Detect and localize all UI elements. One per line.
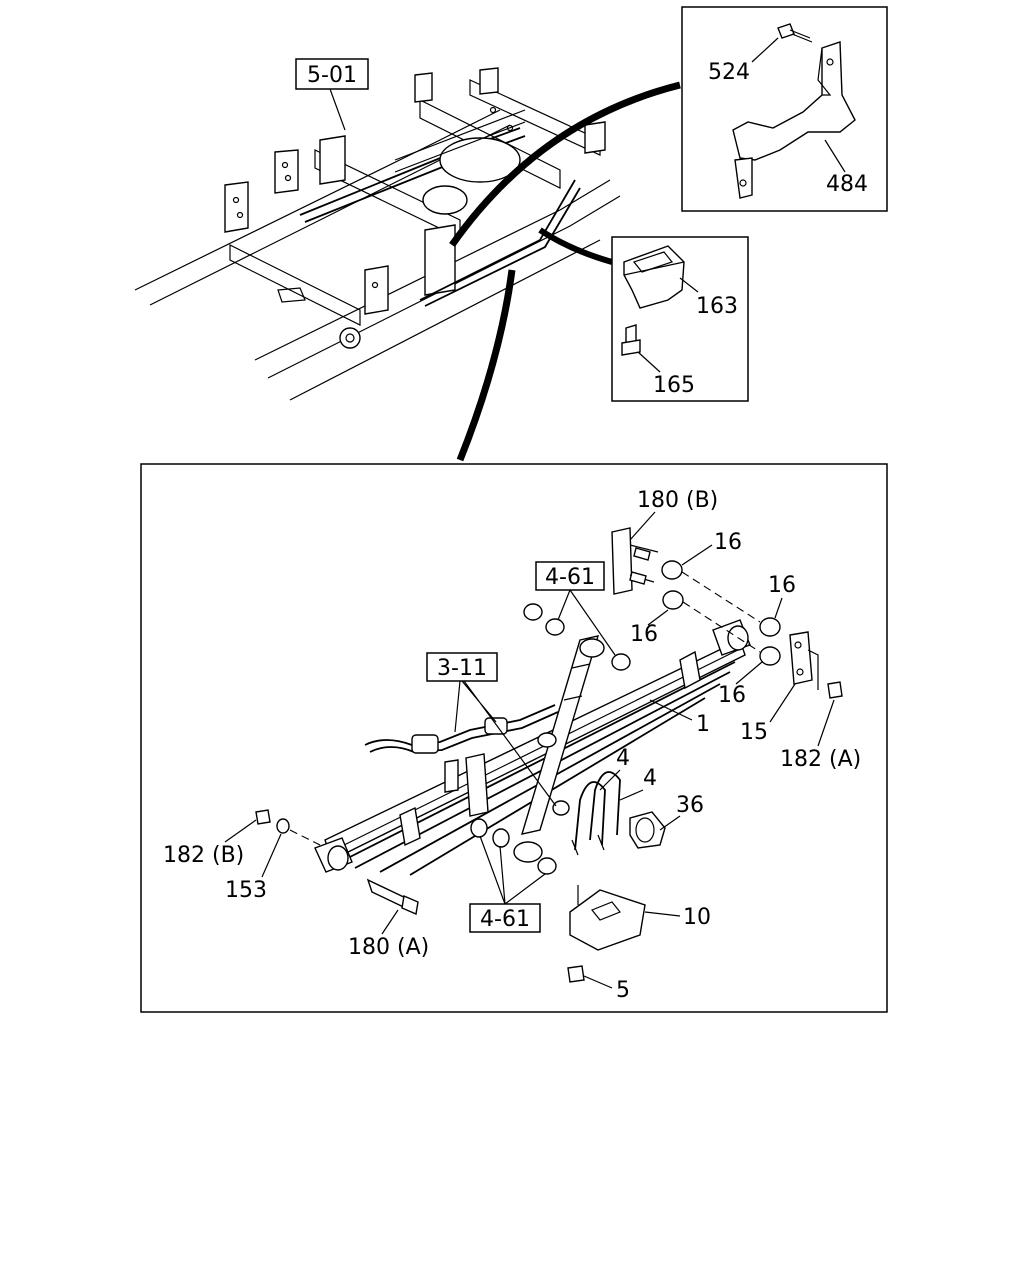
callout-182a: 182 (A) (780, 747, 861, 772)
ref-4-61-top-label: 4-61 (545, 565, 595, 590)
callout-16-a: 16 (714, 530, 742, 555)
connector-arc-top (449, 81, 681, 248)
callout-5: 5 (616, 978, 630, 1003)
callout-16-d: 16 (718, 683, 746, 708)
ref-5-01-label: 5-01 (307, 63, 357, 88)
chassis-frame-overview (134, 67, 621, 401)
ref-4-61-bottom-label: 4-61 (480, 907, 530, 932)
callout-163: 163 (696, 294, 738, 319)
callout-180a: 180 (A) (348, 935, 429, 960)
ref-3-11-label: 3-11 (437, 656, 487, 681)
callout-524: 524 (708, 60, 750, 85)
callout-10: 10 (683, 905, 711, 930)
inset-stopper-163: 163 165 (611, 236, 749, 402)
callout-484: 484 (826, 172, 868, 197)
callout-165: 165 (653, 373, 695, 398)
ref-4-61-top: 4-61 (535, 561, 616, 656)
ref-5-01: 5-01 (295, 58, 369, 131)
exploded-leaf-spring-view: 4-61 3-11 4-61 180 (B) 16 16 16 16 1 15 … (140, 463, 888, 1013)
connector-arc-mid (538, 227, 613, 265)
callout-16-c: 16 (630, 622, 658, 647)
ref-3-11: 3-11 (426, 652, 557, 807)
callout-180b: 180 (B) (637, 488, 718, 513)
callout-16-b: 16 (768, 573, 796, 598)
callout-4-a: 4 (616, 746, 630, 771)
callout-182b: 182 (B) (163, 843, 244, 868)
connector-arc-bottom (456, 269, 516, 462)
inset-bracket-484: 524 484 (681, 6, 888, 212)
callout-15: 15 (740, 720, 768, 745)
callout-1: 1 (696, 712, 710, 737)
callout-36: 36 (676, 793, 704, 818)
callout-153: 153 (225, 878, 267, 903)
callout-4-b: 4 (643, 766, 657, 791)
ref-4-61-bottom: 4-61 (469, 835, 546, 933)
